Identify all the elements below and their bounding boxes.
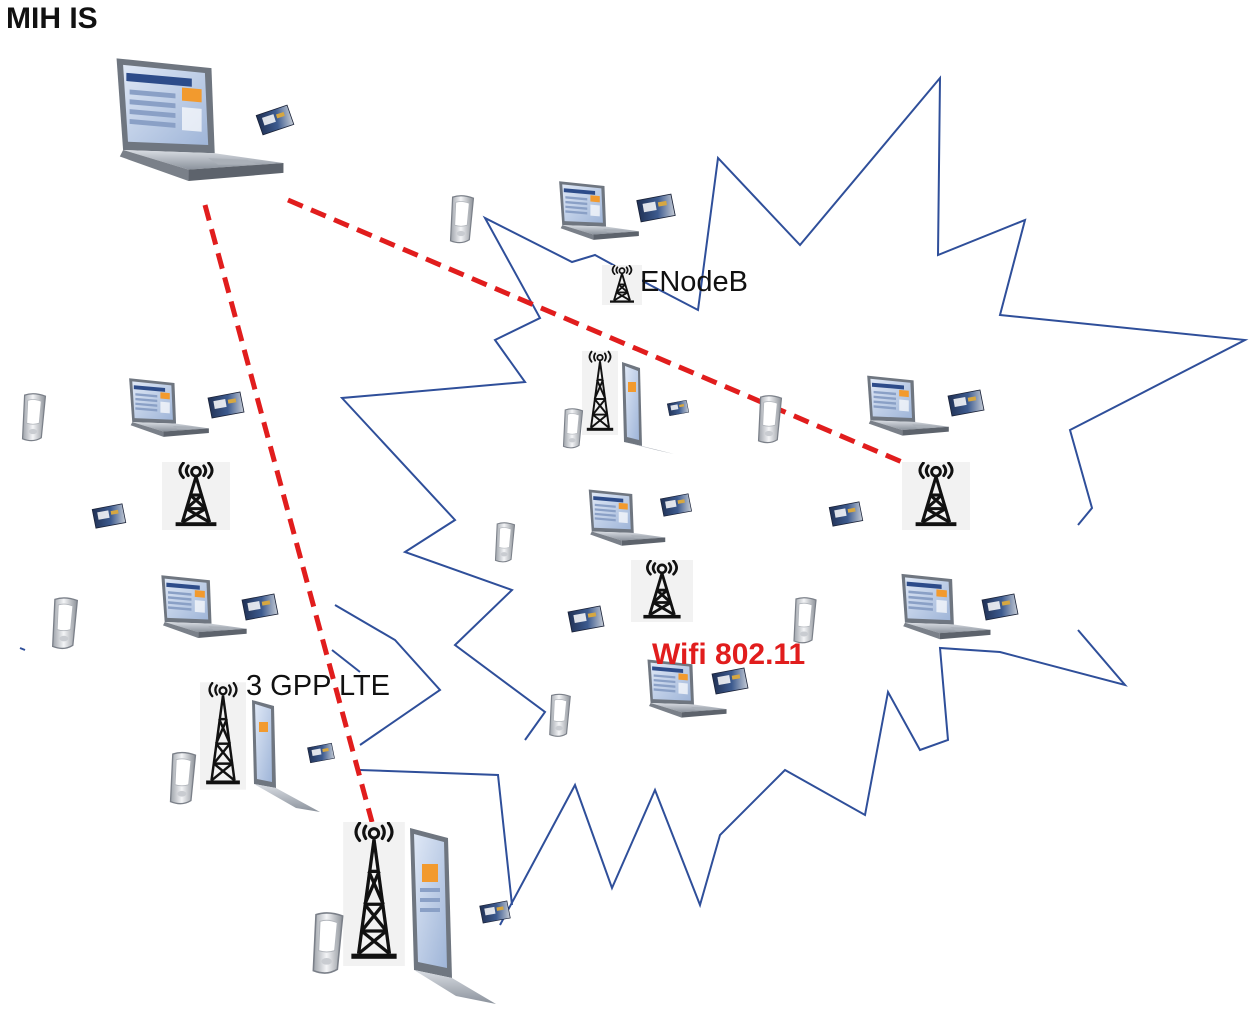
antenna-tower-icon[interactable]: [200, 682, 246, 790]
antenna-tower-icon[interactable]: [629, 560, 695, 622]
link-to-wifi-ap: [287, 197, 903, 465]
network-card-icon[interactable]: [666, 399, 690, 417]
network-card-icon[interactable]: [306, 742, 336, 764]
laptop-icon[interactable]: [622, 362, 674, 454]
network-card-icon: [254, 103, 296, 137]
network-card-icon[interactable]: [567, 605, 605, 633]
laptop-icon[interactable]: [161, 575, 247, 638]
network-card-icon[interactable]: [91, 503, 127, 529]
laptop-icon[interactable]: [588, 489, 666, 546]
network-card-icon[interactable]: [947, 389, 985, 417]
wifi-label: Wifi 802.11: [652, 638, 806, 671]
network-card-icon[interactable]: [478, 899, 512, 925]
network-card-icon[interactable]: [636, 193, 676, 223]
mih-is-label: MIH IS: [6, 2, 98, 35]
network-card-icon[interactable]: [981, 593, 1019, 621]
network-card-icon[interactable]: [241, 593, 279, 621]
pda-icon[interactable]: [449, 195, 475, 244]
laptop-icon[interactable]: [129, 378, 209, 437]
enodeb-label: ENodeB: [640, 266, 749, 298]
wifi-coverage-outline: [339, 75, 1249, 741]
pda-icon[interactable]: [562, 407, 584, 449]
network-card-icon[interactable]: [828, 501, 864, 527]
lte-label: 3 GPP LTE: [246, 670, 390, 702]
pda-icon[interactable]: [311, 911, 345, 975]
pda-icon[interactable]: [793, 597, 817, 644]
laptop-icon[interactable]: [252, 700, 320, 812]
pda-icon[interactable]: [21, 393, 47, 442]
antenna-tower-icon[interactable]: [900, 462, 972, 530]
mih-links: [202, 197, 903, 823]
network-card-icon[interactable]: [659, 493, 693, 517]
antenna-tower-icon[interactable]: [160, 462, 232, 530]
laptop-icon[interactable]: [901, 573, 991, 640]
pda-icon[interactable]: [52, 597, 78, 650]
antenna-tower-icon[interactable]: [342, 822, 406, 966]
laptop-icon[interactable]: [867, 375, 949, 436]
pda-icon[interactable]: [169, 751, 197, 805]
mih-is-server[interactable]: [116, 58, 296, 182]
antenna-tower-icon[interactable]: [600, 265, 644, 305]
lte-coverage-outline: [19, 604, 513, 906]
laptop-icon[interactable]: [559, 181, 639, 240]
link-to-lte-enodeb: [202, 204, 375, 823]
pda-icon[interactable]: [494, 522, 516, 563]
pda-icon[interactable]: [757, 395, 783, 444]
wifi-coverage-outline-lower: [499, 629, 1128, 926]
antenna-tower-icon[interactable]: [582, 350, 618, 436]
pda-icon[interactable]: [549, 693, 571, 737]
laptop-icon[interactable]: [410, 828, 496, 1004]
network-card-icon[interactable]: [207, 391, 245, 419]
